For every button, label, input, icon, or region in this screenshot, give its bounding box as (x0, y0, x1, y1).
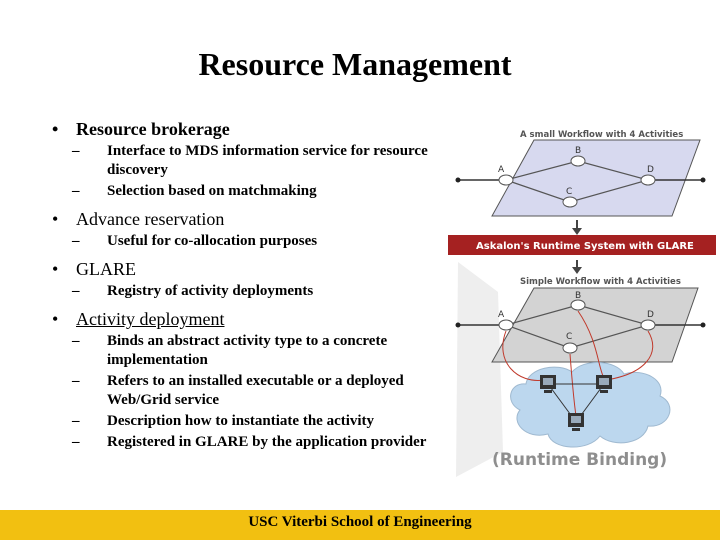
entry-dot-2 (455, 322, 461, 328)
node-c (562, 196, 578, 208)
dash-icon: – (72, 333, 80, 349)
runtime-system-banner (448, 235, 716, 255)
grid-cloud (510, 361, 671, 448)
top-workflow-caption: A small Workflow with 4 Activities (520, 130, 683, 140)
node-label-b: B (575, 146, 581, 156)
bullet-dot-icon: • (52, 309, 59, 329)
down-arrow-head-2 (572, 267, 582, 274)
dash-icon: – (72, 413, 80, 429)
top-workflow-plane (491, 139, 701, 217)
node-a (498, 319, 514, 331)
sub-bullet: – Refers to an installed executable or a… (52, 372, 452, 410)
node-label-d: D (647, 165, 654, 175)
computer-icon (596, 375, 612, 393)
node-d (640, 174, 656, 186)
computer-icon (568, 413, 584, 431)
sub-bullet-text: Selection based on matchmaking (107, 183, 317, 199)
watermark-seal-icon (456, 262, 503, 477)
node-label-b: B (575, 291, 581, 301)
node-label-a: A (498, 165, 505, 175)
bullet-text: Resource brokerage (76, 119, 230, 139)
dash-icon: – (72, 434, 80, 450)
binding-line (605, 330, 654, 381)
node-b (570, 155, 586, 167)
bullet-advance-reservation: • Advance reservation (52, 208, 452, 230)
bullet-dot-icon: • (52, 259, 59, 279)
bullet-text: Advance reservation (76, 209, 225, 229)
bullet-dot-icon: • (52, 119, 59, 139)
dash-icon: – (72, 183, 80, 199)
footer-text: USC Viterbi School of Engineering (248, 514, 472, 530)
dash-icon: – (72, 143, 80, 159)
sub-bullet-text: Description how to instantiate the activ… (107, 413, 375, 429)
sub-bullet: – Description how to instantiate the act… (52, 412, 452, 431)
binding-line (502, 330, 545, 381)
runtime-diagram: A small Workflow with 4 Activities A B C… (448, 130, 716, 477)
runtime-binding-label: (Runtime Binding) (492, 450, 667, 470)
sub-bullet: – Useful for co-allocation purposes (52, 232, 452, 251)
down-arrow-head (572, 228, 582, 235)
binding-line (577, 310, 605, 379)
sub-bullet-text: Useful for co-allocation purposes (107, 233, 318, 249)
sub-bullet: – Registry of activity deployments (52, 282, 452, 301)
bullet-text-link[interactable]: Activity deployment (76, 309, 225, 329)
node-label-d: D (647, 310, 654, 320)
sub-bullet-text: Registry of activity deployments (107, 283, 314, 299)
sub-bullet-text: Registered in GLARE by the application p… (107, 434, 427, 450)
node-d (640, 319, 656, 331)
slide-title: Resource Management (198, 46, 512, 82)
sub-bullet: – Binds an abstract activity type to a c… (52, 332, 452, 370)
sub-bullet: – Interface to MDS information service f… (52, 142, 452, 180)
dash-icon: – (72, 233, 80, 249)
bullet-activity-deployment: • Activity deployment (52, 308, 452, 330)
node-a (498, 174, 514, 186)
exit-dot-2 (700, 322, 706, 328)
computer-icon (540, 375, 556, 393)
bullet-list: • Resource brokerage – Interface to MDS … (52, 118, 452, 454)
dash-icon: – (72, 283, 80, 299)
node-label-c: C (566, 187, 572, 197)
bullet-text: GLARE (76, 259, 136, 279)
node-b (570, 299, 586, 311)
runtime-banner-text: Askalon's Runtime System with GLARE (476, 241, 694, 252)
sub-bullet-text: Interface to MDS information service for… (107, 143, 428, 178)
node-label-a: A (498, 310, 505, 320)
sub-bullet: – Registered in GLARE by the application… (52, 433, 452, 452)
bullet-dot-icon: • (52, 209, 59, 229)
exit-dot (700, 177, 706, 183)
footer-bar: USC Viterbi School of Engineering (0, 510, 720, 540)
node-label-c: C (566, 332, 572, 342)
dash-icon: – (72, 373, 80, 389)
bullet-glare: • GLARE (52, 258, 452, 280)
sub-bullet: – Selection based on matchmaking (52, 182, 452, 201)
binding-line (569, 353, 577, 417)
bottom-workflow-caption: Simple Workflow with 4 Activities (520, 277, 681, 287)
sub-bullet-text: Binds an abstract activity type to a con… (107, 333, 388, 368)
bottom-workflow-plane (491, 287, 699, 363)
entry-dot (455, 177, 461, 183)
node-c (562, 342, 578, 354)
sub-bullet-text: Refers to an installed executable or a d… (107, 373, 404, 408)
bullet-resource-brokerage: • Resource brokerage (52, 118, 452, 140)
